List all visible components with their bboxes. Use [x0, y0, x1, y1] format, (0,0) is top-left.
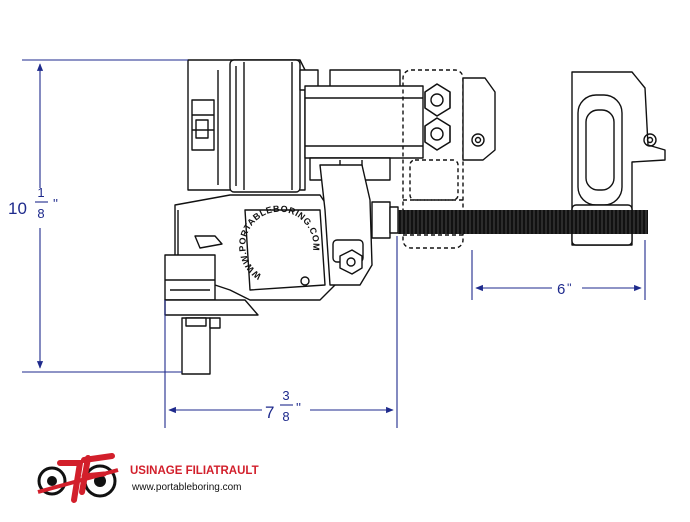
company-name: USINAGE FILIATRAULT: [130, 465, 259, 477]
width-label: 7 3 8 '': [265, 388, 301, 424]
height-unit: '': [53, 196, 58, 211]
height-dimension: [22, 59, 188, 373]
travel-dimension: [471, 240, 646, 300]
height-denominator: 8: [37, 206, 44, 221]
company-website: www.portableboring.com: [131, 482, 242, 493]
travel-unit: '': [567, 281, 572, 295]
width-denominator: 8: [282, 409, 289, 424]
width-unit: '': [296, 400, 301, 415]
travel-value: 6: [557, 281, 565, 298]
travel-label: 6 '': [557, 281, 572, 298]
width-numerator: 3: [282, 388, 289, 403]
width-dimension: [164, 236, 398, 428]
company-logo: USINAGE FILIATRAULT www.portableboring.c…: [37, 453, 259, 503]
logo-emblem: [37, 453, 119, 503]
machine-outline: [164, 59, 666, 375]
height-label: 10 1 8 '': [8, 185, 58, 221]
threaded-feed-rod: [398, 210, 648, 234]
width-whole: 7: [265, 403, 274, 422]
height-whole: 10: [8, 199, 27, 218]
height-numerator: 1: [37, 185, 44, 200]
